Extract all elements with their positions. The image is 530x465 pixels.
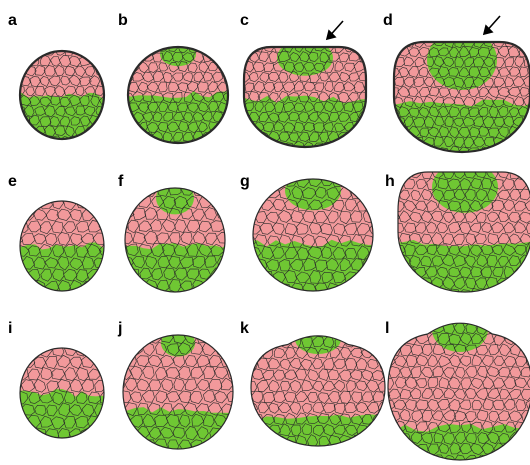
tissue-k <box>230 310 396 465</box>
pink-domain <box>15 181 109 250</box>
panel-i: i <box>0 320 119 458</box>
panel-f: f <box>102 168 236 312</box>
panel-a: a <box>0 12 121 159</box>
green-cap <box>427 30 497 90</box>
panel-d: d <box>373 12 530 172</box>
panel-b: b <box>107 12 239 163</box>
panel-label-h: h <box>385 173 395 190</box>
pink-domain <box>118 315 238 413</box>
panel-label-g: g <box>240 173 250 190</box>
panel-e: e <box>0 173 119 311</box>
panel-l: l <box>367 296 530 465</box>
tissue-g <box>230 159 388 311</box>
panel-h: h <box>376 152 530 312</box>
panel-label-j: j <box>117 320 122 337</box>
tissue-d <box>373 22 530 172</box>
green-cap <box>160 42 196 66</box>
panel-label-f: f <box>118 173 124 190</box>
panel-label-a: a <box>8 12 17 29</box>
tissue-h <box>376 152 530 312</box>
panel-label-d: d <box>383 12 393 29</box>
arrow-icon <box>484 16 500 34</box>
tissue-l <box>367 296 530 465</box>
panel-label-b: b <box>118 12 128 29</box>
panel-j: j <box>101 315 246 465</box>
panel-label-l: l <box>385 320 389 337</box>
panel-g: g <box>230 159 388 311</box>
green-cap <box>156 181 194 214</box>
panel-c: c <box>223 12 384 167</box>
tissue-j <box>101 315 246 465</box>
panel-label-e: e <box>8 173 17 190</box>
arrow-icon <box>327 21 343 39</box>
panel-k: k <box>230 310 396 465</box>
panel-label-i: i <box>8 320 12 337</box>
green-cap <box>432 162 498 213</box>
panel-label-c: c <box>240 12 249 29</box>
panel-label-k: k <box>240 320 249 337</box>
pink-domain <box>15 31 109 98</box>
